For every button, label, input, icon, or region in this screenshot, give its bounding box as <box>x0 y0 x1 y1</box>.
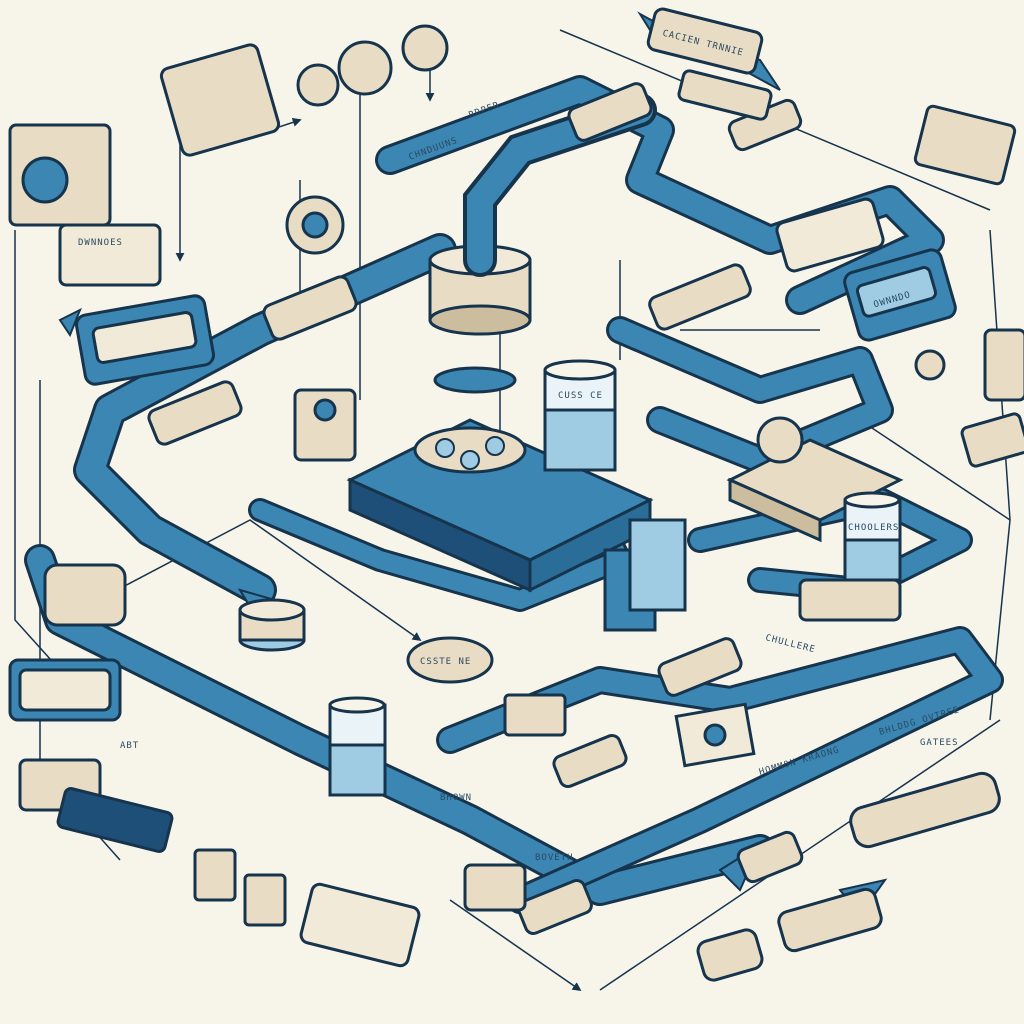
cylinder-8 <box>517 879 593 935</box>
panel-top-chat <box>159 43 281 157</box>
jar-lower <box>328 696 387 797</box>
panel-tag-right <box>677 69 885 273</box>
pill-center-label: CSSTE NE <box>420 657 471 667</box>
cylinder-2 <box>262 275 358 341</box>
panel-right-mid <box>798 578 902 622</box>
dial-top-2 <box>337 40 393 96</box>
panel-left-teal <box>74 294 216 386</box>
panel-left-label: DWNNOES <box>78 238 123 248</box>
flow-bottom-right-label: GATEES <box>920 738 959 748</box>
panel-left-signs <box>8 563 174 853</box>
panel-box-bottom <box>463 693 567 912</box>
cylinder-7 <box>552 733 628 789</box>
cylinder-9 <box>736 830 804 884</box>
panels: CACIEN TRNNIE DWNNOES OWNNDO <box>8 7 1024 982</box>
bowl-left <box>238 598 306 652</box>
dial-top-1 <box>296 63 340 107</box>
panel-bottom-right <box>696 771 1001 982</box>
panel-starburst <box>674 702 756 768</box>
panel-pill-center: CSSTE NE <box>406 636 494 684</box>
jar-right-label: CHOOLERS <box>848 523 899 533</box>
panel-top-banner: CACIEN TRNNIE <box>646 7 764 75</box>
arrow-left <box>58 307 82 338</box>
jar-center <box>543 359 617 472</box>
flow-left-label: ABT <box>120 741 139 751</box>
panel-bottom-left-cards <box>193 848 421 968</box>
panel-device-left <box>293 388 357 462</box>
panel-right-teal: OWNNDO <box>843 248 957 342</box>
flow-bottom-center-label: BHOWN <box>440 793 472 803</box>
pipe-cylinders <box>147 82 804 935</box>
valve-knob <box>914 349 946 381</box>
panel-right-edge <box>960 328 1024 468</box>
cylinder-3 <box>567 82 653 142</box>
cylinder-6 <box>657 637 743 697</box>
flow-mid-right-label: CHULLERE <box>764 633 816 655</box>
panel-monitor-left <box>8 123 112 227</box>
jar-center-label: CUSS CE <box>558 391 603 401</box>
cylinder-1 <box>147 380 243 446</box>
jar-right <box>843 491 902 582</box>
jars <box>238 359 902 797</box>
rotary-dish <box>413 426 527 474</box>
panel-left-tablet: DWNNOES <box>58 223 162 287</box>
panel-top-right <box>913 104 1017 186</box>
gears <box>285 24 946 464</box>
dial-top-3 <box>401 24 449 72</box>
cylinder-4 <box>648 263 752 331</box>
cups-mid <box>603 518 687 632</box>
valve-wheel <box>756 416 804 464</box>
flow-bottom-center2-label: BOVETH <box>535 853 574 863</box>
